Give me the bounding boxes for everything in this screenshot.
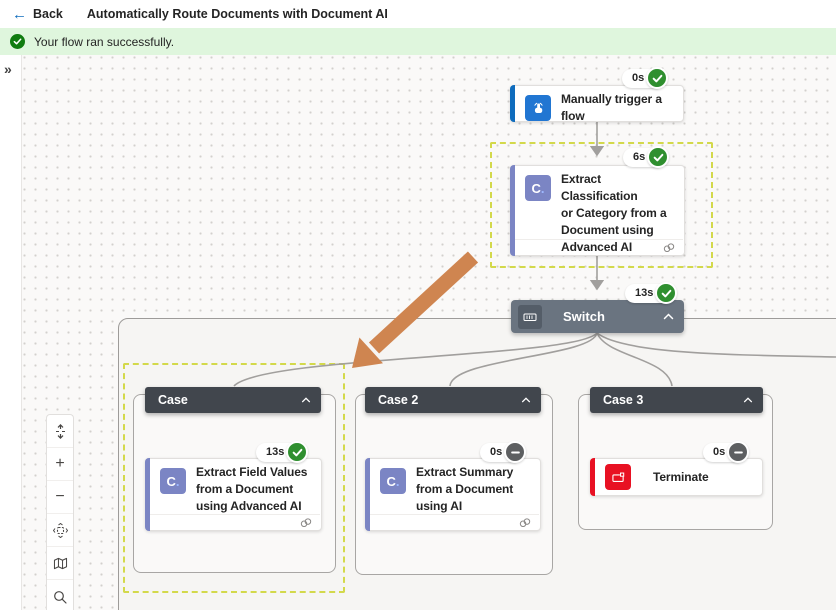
node-extract-field-values[interactable]: C. Extract Field Values from a Document … xyxy=(145,458,322,531)
fit-view-icon[interactable] xyxy=(47,415,73,448)
focus-icon[interactable] xyxy=(47,514,73,547)
node-title: Extract Summary from a Document using AI xyxy=(416,465,514,513)
node-extract-classification[interactable]: C. Extract Classification or Category fr… xyxy=(510,165,685,256)
node-extract-summary[interactable]: C. Extract Summary from a Document using… xyxy=(365,458,541,531)
node-title: Extract Field Values from a Document usi… xyxy=(196,465,308,513)
switch-icon xyxy=(518,304,542,329)
node-accent xyxy=(145,458,150,531)
collapse-chevron-icon[interactable] xyxy=(301,397,311,403)
node-accent xyxy=(510,85,515,122)
status-success-icon xyxy=(646,67,669,89)
status-skipped-icon xyxy=(727,441,750,463)
left-rail: » xyxy=(0,55,22,610)
node-title: Terminate xyxy=(653,469,709,484)
node-footer xyxy=(370,514,539,530)
status-success-icon xyxy=(286,441,309,463)
back-button[interactable]: ← Back xyxy=(12,7,63,22)
node-title: Extract Classification or Category from … xyxy=(561,172,667,254)
node-accent xyxy=(510,165,515,256)
connection-link-icon xyxy=(519,518,531,528)
canvas-toolbar: + − xyxy=(46,414,74,610)
zoom-out-icon[interactable]: − xyxy=(47,481,73,514)
node-terminate[interactable]: Terminate xyxy=(590,458,763,496)
search-icon[interactable] xyxy=(47,580,73,610)
connection-link-icon xyxy=(300,518,312,528)
status-success-icon xyxy=(647,146,670,168)
case2-header[interactable]: Case 2 xyxy=(365,387,541,413)
trigger-run-badge[interactable]: 0s xyxy=(622,67,669,89)
case-label: Case xyxy=(158,393,188,407)
copilot-action-icon: C. xyxy=(160,468,186,494)
node-footer xyxy=(150,514,320,530)
status-success-icon xyxy=(655,282,678,304)
banner-message: Your flow ran successfully. xyxy=(34,34,175,49)
back-label: Back xyxy=(33,7,63,21)
node-switch[interactable]: Switch xyxy=(511,300,684,333)
classify-run-badge[interactable]: 6s xyxy=(623,146,670,168)
switch-run-badge[interactable]: 13s xyxy=(625,282,678,304)
case3-run-badge[interactable]: 0s xyxy=(703,441,750,463)
top-bar: ← Back Automatically Route Documents wit… xyxy=(0,0,836,28)
node-footer xyxy=(515,239,683,255)
selection-highlight-classify xyxy=(490,142,713,268)
case1-run-badge[interactable]: 13s xyxy=(256,441,309,463)
collapse-chevron-icon[interactable] xyxy=(521,397,531,403)
case3-header[interactable]: Case 3 xyxy=(590,387,763,413)
run-success-banner: Your flow ran successfully. xyxy=(0,28,836,55)
collapse-chevron-icon[interactable] xyxy=(663,313,674,320)
manual-trigger-icon xyxy=(525,95,551,121)
collapse-chevron-icon[interactable] xyxy=(743,397,753,403)
case-label: Case 3 xyxy=(603,393,644,407)
node-accent xyxy=(590,458,595,496)
node-accent xyxy=(365,458,370,531)
minimap-icon[interactable] xyxy=(47,547,73,580)
copilot-action-icon: C. xyxy=(525,175,551,201)
node-title: Manually trigger a flow xyxy=(561,92,662,123)
copilot-action-icon: C. xyxy=(380,468,406,494)
zoom-in-icon[interactable]: + xyxy=(47,448,73,481)
case1-header[interactable]: Case xyxy=(145,387,321,413)
expand-panel-icon[interactable]: » xyxy=(4,61,12,77)
connection-link-icon xyxy=(663,243,675,253)
flow-canvas[interactable]: » Manually trigger a flow 0s C. xyxy=(0,55,836,610)
node-manually-trigger-flow[interactable]: Manually trigger a flow xyxy=(510,85,684,123)
terminate-icon xyxy=(605,464,631,490)
case-label: Case 2 xyxy=(378,393,419,407)
back-arrow-icon: ← xyxy=(12,5,27,23)
case2-run-badge[interactable]: 0s xyxy=(480,441,527,463)
status-skipped-icon xyxy=(504,441,527,463)
success-check-icon xyxy=(10,34,25,49)
page-title: Automatically Route Documents with Docum… xyxy=(86,7,388,21)
switch-label: Switch xyxy=(563,309,605,324)
